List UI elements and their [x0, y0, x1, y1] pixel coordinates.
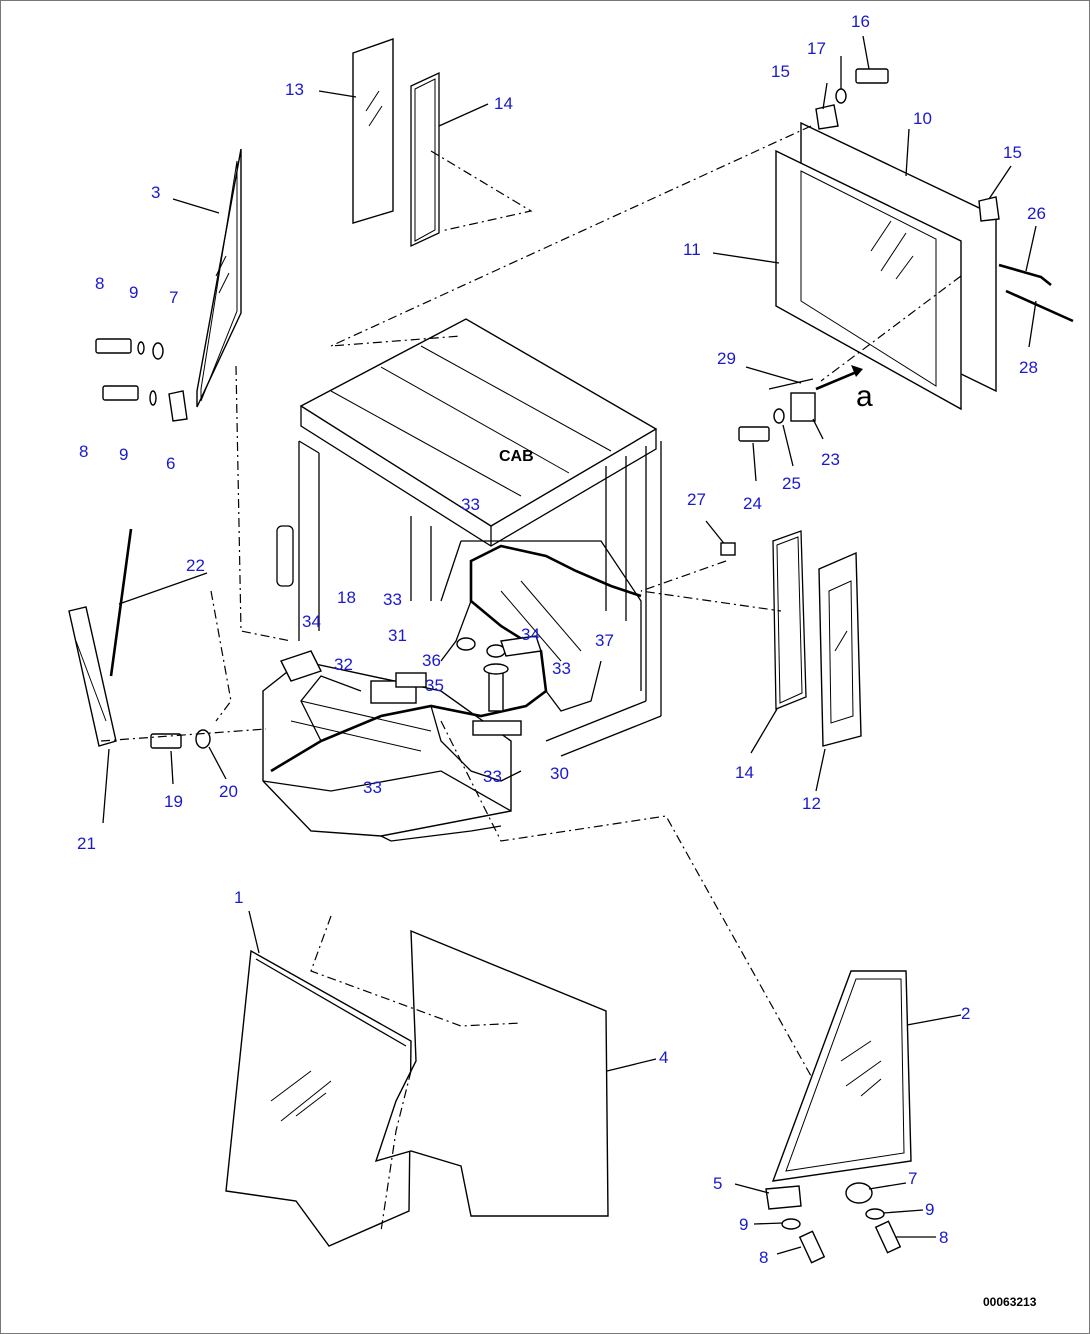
callout-17: 17 — [807, 39, 826, 58]
callout-11: 11 — [683, 240, 701, 259]
callout-33-mid-right: 33 — [552, 659, 571, 678]
callout-35: 35 — [425, 676, 444, 695]
wiper-26-28 — [998, 263, 1074, 323]
callout-7-left: 7 — [169, 288, 178, 307]
callout-16: 16 — [851, 12, 870, 31]
reference-lines — [100, 125, 962, 1232]
callout-5: 5 — [713, 1174, 722, 1193]
glass-13 — [352, 38, 394, 224]
glass-14-right — [772, 530, 807, 710]
callout-30: 30 — [550, 764, 569, 783]
callout-27: 27 — [687, 490, 706, 509]
cab-body — [262, 318, 662, 842]
glass-10-11 — [775, 121, 997, 411]
callout-28: 28 — [1019, 358, 1038, 377]
callout-29: 29 — [717, 349, 736, 368]
part-27 — [705, 520, 736, 556]
callout-2: 2 — [961, 1004, 970, 1023]
callout-33-mid-left: 33 — [383, 590, 402, 609]
callout-25: 25 — [782, 474, 801, 493]
callout-4: 4 — [659, 1048, 668, 1067]
hardware-5-7-8-9-right — [765, 1182, 902, 1264]
glass-2 — [771, 970, 912, 1182]
callout-18: 18 — [337, 588, 356, 607]
callout-32: 32 — [334, 655, 353, 674]
callout-15-right: 15 — [1003, 143, 1022, 162]
callout-12: 12 — [802, 794, 821, 813]
bolts-15-16-17 — [815, 68, 1000, 222]
callout-24: 24 — [743, 494, 762, 513]
wiper-21-22 — [68, 528, 211, 749]
callout-labels: 1 2 3 4 5 6 7 7 8 8 8 8 9 9 9 9 10 11 12… — [77, 12, 1046, 1267]
callout-22: 22 — [186, 556, 205, 575]
glass-4 — [374, 929, 609, 1217]
bolts-8-9-7-6-left — [95, 338, 188, 422]
cab-label: CAB — [499, 448, 534, 465]
callout-3: 3 — [151, 183, 160, 202]
callout-37: 37 — [595, 631, 614, 650]
callout-15-left: 15 — [771, 62, 790, 81]
callout-8-bottom-left: 8 — [79, 442, 88, 461]
callout-26: 26 — [1027, 204, 1046, 223]
callout-9-top-left: 9 — [129, 283, 138, 302]
parts-23-24-25-29 — [738, 365, 863, 442]
callout-33-bottom-left: 33 — [363, 778, 382, 797]
callout-9-bottom-left: 9 — [119, 445, 128, 464]
view-arrow-label: a — [856, 380, 873, 413]
callout-31: 31 — [388, 626, 407, 645]
callout-34-left: 34 — [302, 612, 321, 631]
callout-9-bottom: 9 — [739, 1215, 748, 1234]
callout-21: 21 — [77, 834, 96, 853]
callout-9-right: 9 — [925, 1200, 934, 1219]
callout-6: 6 — [166, 454, 175, 473]
callout-8-bottom: 8 — [759, 1248, 768, 1267]
glass-12 — [818, 551, 862, 747]
callout-8-top-left: 8 — [95, 274, 104, 293]
callout-20: 20 — [219, 782, 238, 801]
callout-36: 36 — [422, 651, 441, 670]
callout-10: 10 — [913, 109, 932, 128]
callout-7-right: 7 — [908, 1169, 917, 1188]
callout-33-bottom-right: 33 — [483, 767, 502, 786]
figure-number: 00063213 — [983, 1295, 1037, 1309]
callout-1: 1 — [234, 888, 243, 907]
callout-23: 23 — [821, 450, 840, 469]
seal-14-top — [410, 71, 440, 248]
callout-19: 19 — [164, 792, 183, 811]
callout-14-right: 14 — [735, 763, 754, 782]
callout-8-right: 8 — [939, 1228, 948, 1247]
leader-lines — [102, 35, 1037, 1255]
glass-1 — [225, 949, 412, 1247]
callout-33-top: 33 — [461, 495, 480, 514]
callout-34-right: 34 — [521, 625, 540, 644]
callout-14-top: 14 — [494, 94, 513, 113]
glass-3 — [196, 148, 242, 408]
callout-13: 13 — [285, 80, 304, 99]
